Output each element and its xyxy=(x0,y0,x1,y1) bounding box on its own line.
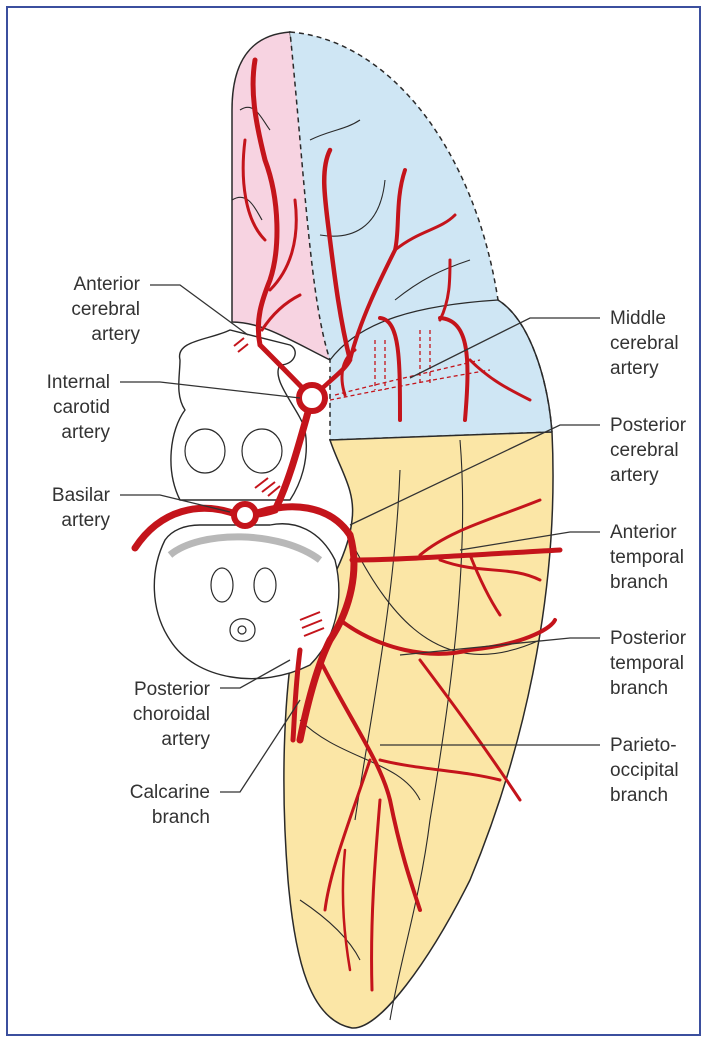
label-posterior-choroidal-artery: Posterior choroidal artery xyxy=(80,677,210,752)
label-calcarine-branch: Calcarine branch xyxy=(80,780,210,830)
posterior-cerebral-territory xyxy=(284,432,553,1028)
label-parieto-occipital-branch: Parieto- occipital branch xyxy=(610,733,700,808)
internal-carotid-cross-section xyxy=(299,385,325,411)
label-anterior-temporal-branch: Anterior temporal branch xyxy=(610,520,700,595)
label-posterior-temporal-branch: Posterior temporal branch xyxy=(610,626,700,701)
basilar-cross-section xyxy=(234,504,256,526)
label-posterior-cerebral-artery: Posterior cerebral artery xyxy=(610,413,700,488)
label-anterior-cerebral-artery: Anterior cerebral artery xyxy=(20,272,140,347)
label-internal-carotid-artery: Internal carotid artery xyxy=(20,370,110,445)
label-basilar-artery: Basilar artery xyxy=(20,483,110,533)
label-middle-cerebral-artery: Middle cerebral artery xyxy=(610,306,700,381)
